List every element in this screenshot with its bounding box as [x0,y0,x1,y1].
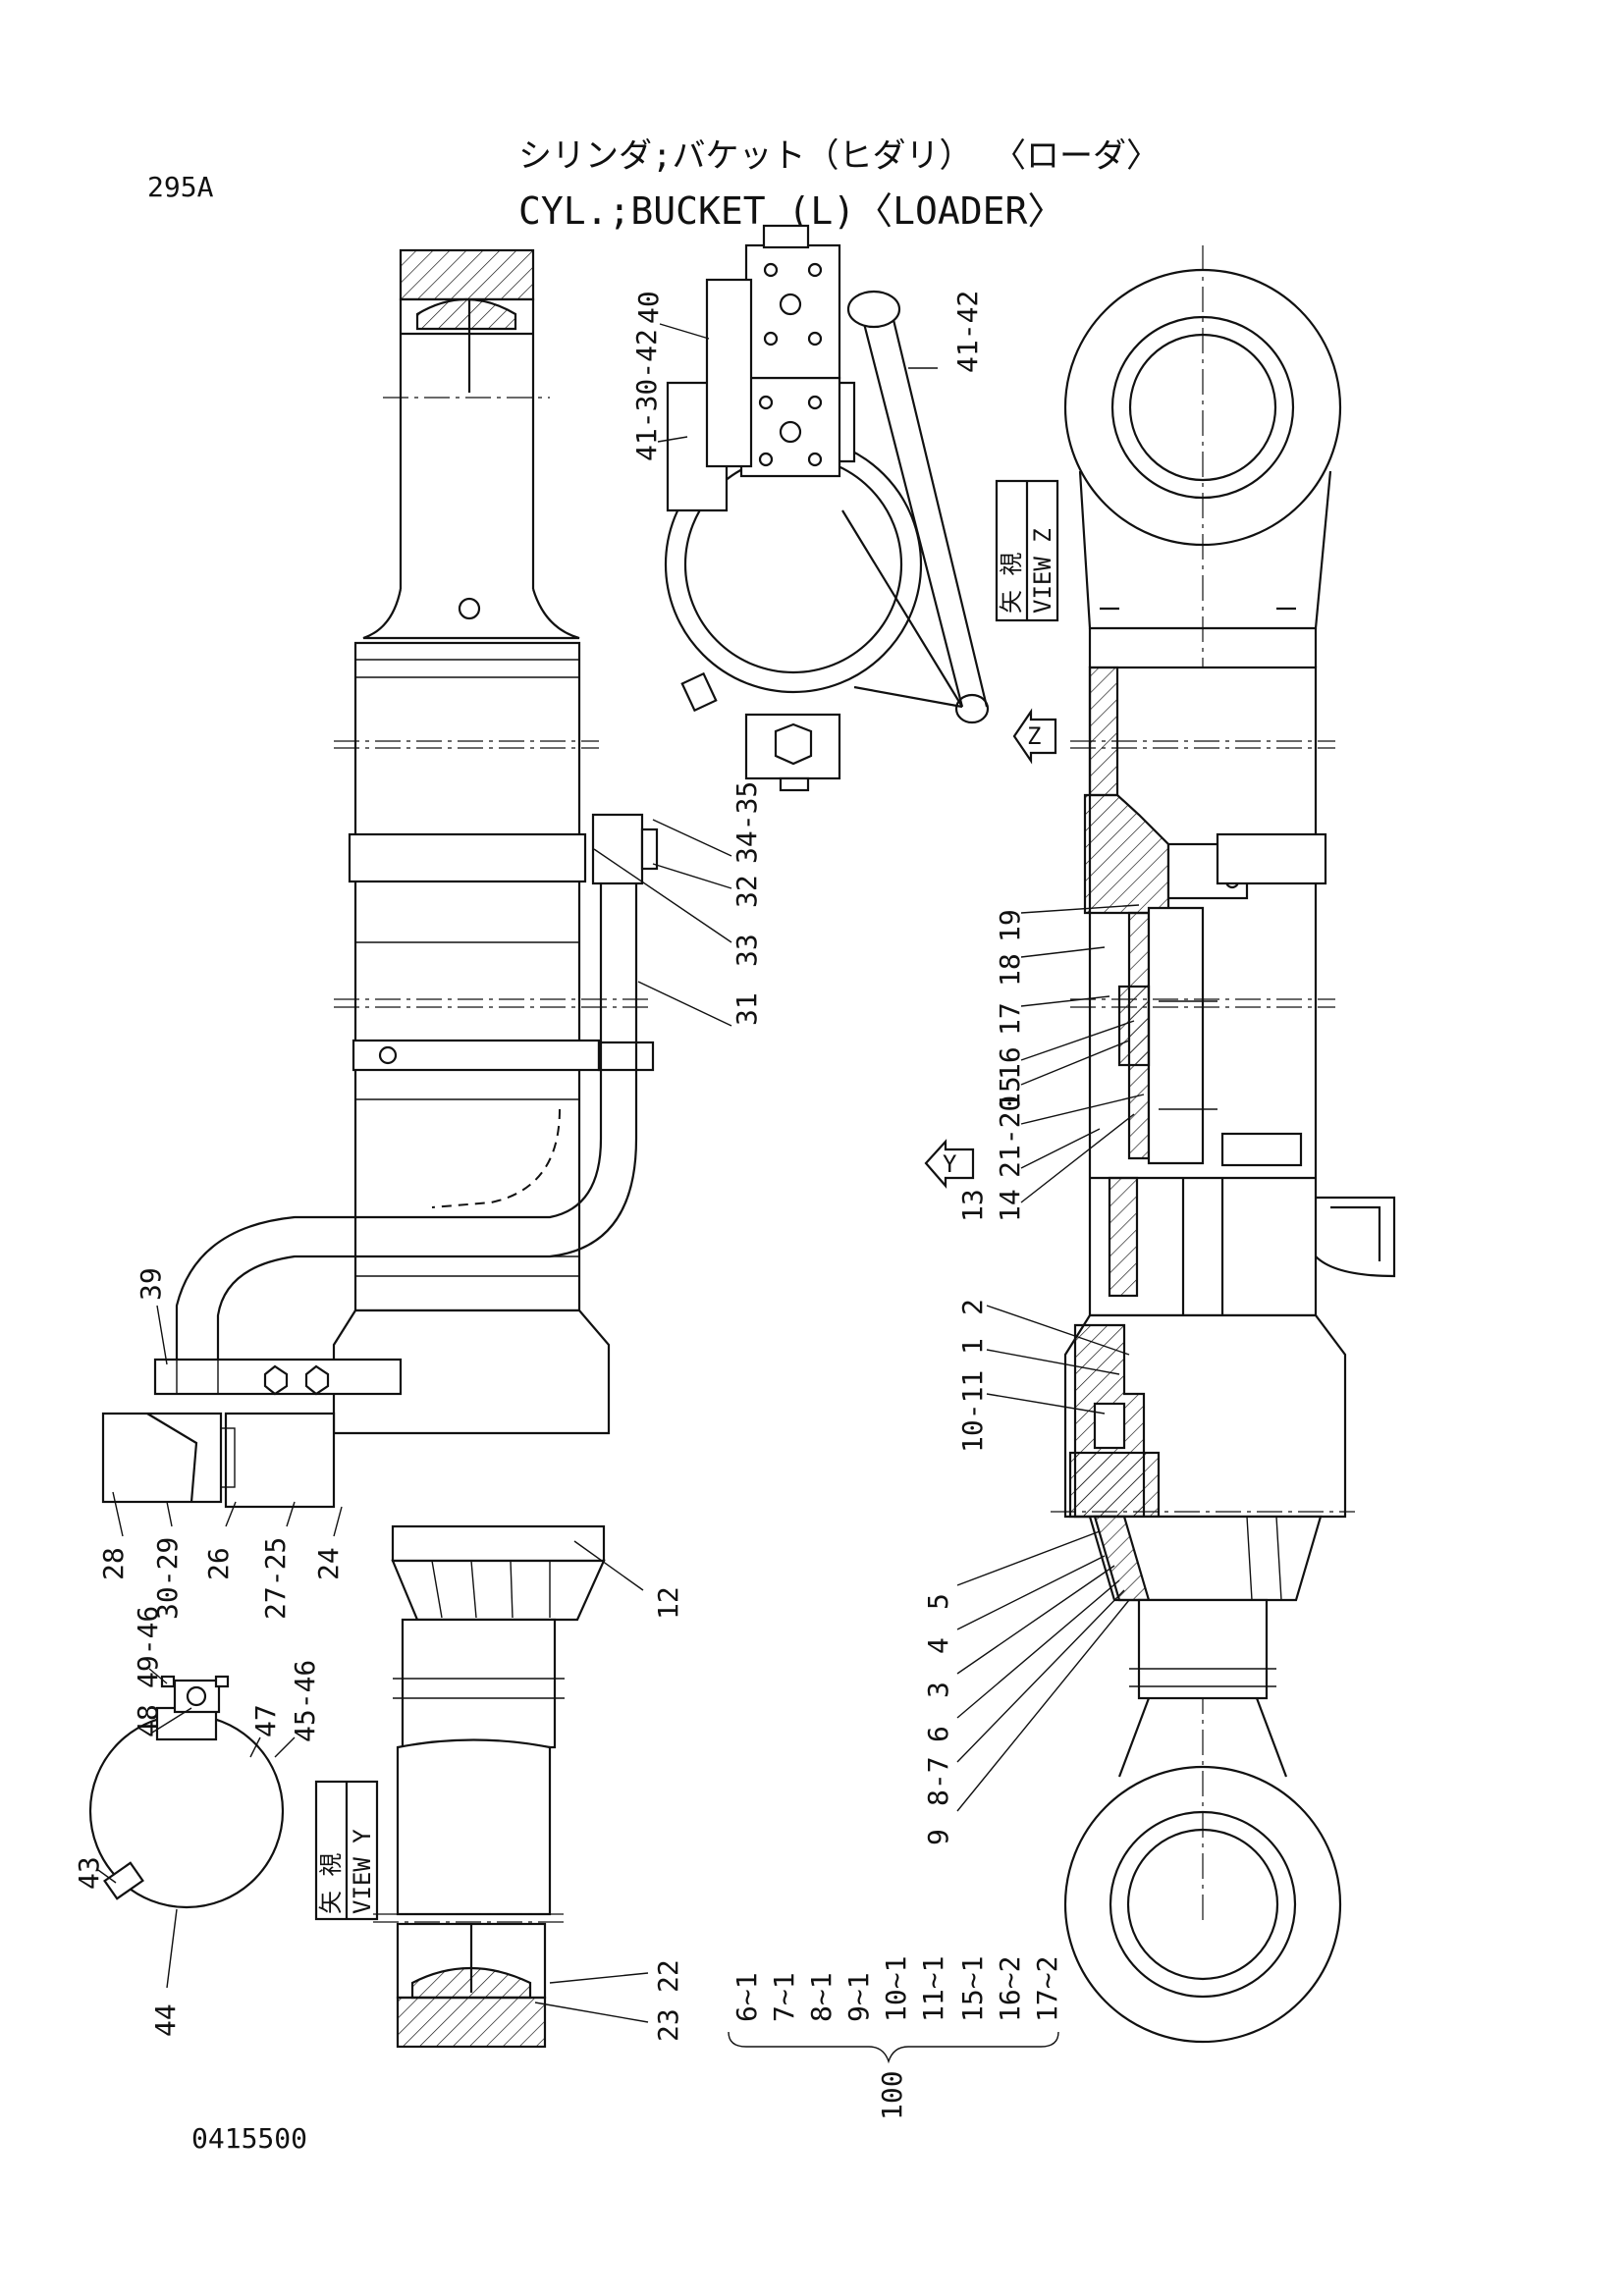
callout-22: 22 [652,1959,684,1993]
callout-27-25: 27-25 [259,1537,292,1620]
callout-41-42: 41-42 [951,291,984,373]
kit-item: 6~1 [730,1972,763,2022]
callout-39: 39 [135,1267,167,1301]
callout-13: 13 [956,1189,989,1222]
callout-3: 3 [922,1682,954,1698]
kit-brace [728,2031,1059,2064]
svg-text:VIEW Z: VIEW Z [1029,528,1056,614]
bottom-clevis-section [396,1996,547,2049]
kit-item: 16~2 [994,1956,1026,2022]
cylinder-section-view [1051,245,1396,2044]
callout-32: 32 [730,875,763,908]
callout-15: 15 [994,1076,1026,1109]
kit-item: 8~1 [805,1972,838,2022]
callout-34-35: 34-35 [730,781,763,864]
title-japanese: シリンダ;バケット（ヒダリ） 〈ローダ〉 [518,136,1160,176]
svg-text:VIEW Y: VIEW Y [349,1829,376,1914]
drawing-number: 0415500 [191,2122,307,2155]
callout-26: 26 [202,1547,235,1580]
callout-18: 18 [994,953,1026,987]
valve-block-upper [744,243,841,380]
callout-6: 6 [922,1726,954,1742]
clamp-section-detail [664,224,990,792]
callout-19: 19 [994,909,1026,942]
callout-43: 43 [73,1856,105,1890]
callout-45-46: 45-46 [289,1660,321,1742]
leader-lines [97,323,1145,2023]
callout-48: 48 [132,1704,164,1737]
callout-2: 2 [956,1299,989,1315]
kit-item: 15~1 [956,1956,989,2022]
cylinder-barrel [353,641,581,1312]
kit-item: 10~1 [880,1956,912,2022]
view-y-clamp-detail [88,1675,285,1909]
callout-8-7: 8-7 [922,1756,954,1806]
callout-30-29: 30-29 [151,1537,184,1620]
top-clevis-section [399,248,535,301]
rod-eye [1063,1765,1342,2044]
callout-16: 16 [994,1046,1026,1080]
pipe-fitting-top [591,813,644,885]
callout-5: 5 [922,1593,954,1610]
callout-33: 33 [730,934,763,967]
callout-12: 12 [652,1586,684,1620]
svg-text:矢 視: 矢 視 [317,1853,345,1914]
cylinder-side-view [101,248,659,2049]
callout-9: 9 [922,1829,954,1845]
callout-17: 17 [994,1002,1026,1036]
svg-text:矢 視: 矢 視 [998,553,1025,614]
callout-21-20: 21-20 [994,1095,1026,1178]
callout-28: 28 [97,1547,130,1580]
view-z-label-box: 矢 視 VIEW Z [995,479,1059,622]
valve-block-lower [739,376,841,478]
view-y-arrow-icon: Y [924,1139,975,1189]
piston-rod [401,1618,557,1749]
view-y-label-box: 矢 視 VIEW Y [314,1780,379,1921]
flange-block-28 [101,1412,223,1504]
callout-49-46: 49-46 [132,1606,164,1688]
pipe-clamp-39 [153,1358,403,1396]
callout-24: 24 [312,1547,345,1580]
callout-47: 47 [249,1704,282,1737]
callout-14: 14 [994,1189,1026,1222]
kit-item: 9~1 [842,1972,875,2022]
svg-text:Z: Z [1027,722,1041,750]
flange-block-26 [224,1412,336,1509]
seal-kit-list: 6~1 7~1 8~1 9~1 10~1 11~1 15~1 16~2 17~2… [728,1956,1063,2120]
callout-23: 23 [652,2008,684,2042]
kit-item: 11~1 [917,1956,949,2022]
callout-labels: 40 41-30-42 41-42 34-35 32 33 31 39 28 3… [73,291,1026,2042]
page-code: 295A [147,171,214,203]
kit-item: 7~1 [768,1972,800,2022]
callout-4: 4 [922,1637,954,1654]
callout-1: 1 [956,1338,989,1355]
callout-31: 31 [730,992,763,1026]
callout-41-30-42: 41-30-42 [630,329,663,461]
callout-44: 44 [149,2003,182,2037]
view-z-arrow-icon: Z [1012,708,1057,765]
pipe-clamp-band [352,1039,601,1072]
kit-number: 100 [876,2070,908,2120]
svg-text:Y: Y [943,1150,957,1178]
kit-item: 17~2 [1031,1956,1063,2022]
callout-40: 40 [632,291,665,324]
callout-10-11: 10-11 [956,1370,989,1453]
